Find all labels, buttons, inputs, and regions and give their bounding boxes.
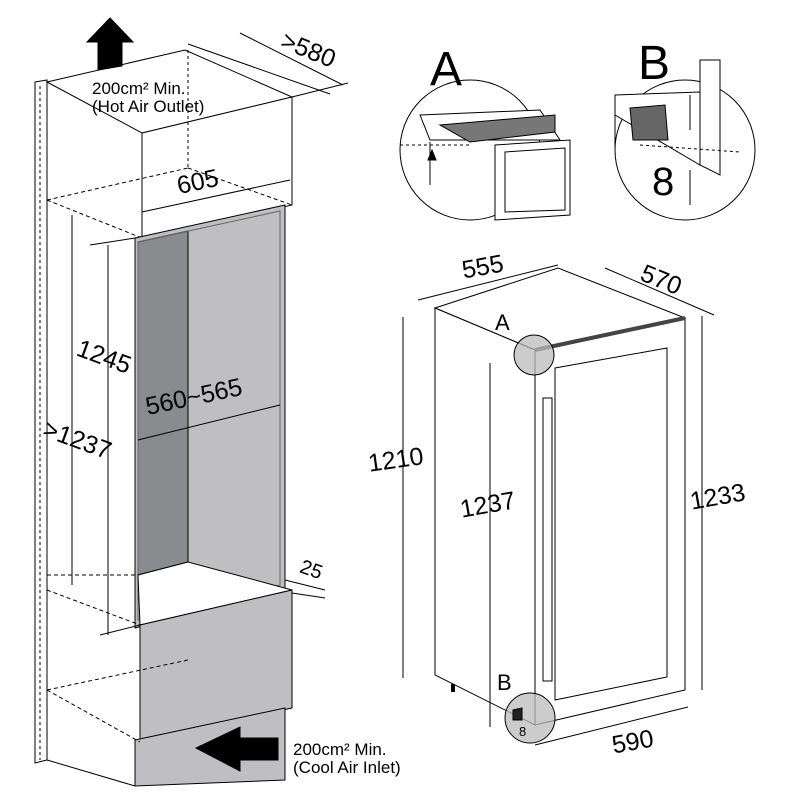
lower-section — [139, 589, 293, 743]
detail-b — [614, 59, 756, 221]
detail-a-marker — [513, 334, 555, 376]
detail-b-gap: 8 — [652, 160, 675, 204]
detail-a-marker-label: A — [495, 310, 510, 335]
detail-a — [399, 79, 571, 221]
cabinet-side-panel — [34, 79, 48, 764]
door-handle — [542, 397, 553, 682]
detail-b-title: B — [638, 37, 671, 90]
cool-air-inlet-label: 200cm² Min.(Cool Air Inlet) — [293, 741, 401, 777]
hot-air-outlet-label: 200cm² Min.(Hot Air Outlet) — [92, 80, 204, 116]
niche-frame — [137, 210, 281, 621]
hot-air-arrow-icon — [85, 17, 135, 71]
detail-b-marker-label: B — [497, 670, 512, 695]
top-box-front-face — [141, 96, 293, 239]
arrow-up-icon — [427, 148, 437, 161]
wine-cooler — [402, 264, 715, 746]
detail-a-title: A — [430, 43, 463, 96]
foot-gap-dimension: 8 — [519, 724, 527, 739]
hot-air-outlet-line1: 200cm² Min. — [92, 79, 186, 98]
hot-air-outlet-line2: (Hot Air Outlet) — [92, 97, 205, 116]
door-glass — [554, 347, 668, 701]
cool-air-arrow-icon — [194, 726, 279, 772]
cool-air-inlet-line1: 200cm² Min. — [293, 740, 387, 759]
built-in-cabinet — [34, 17, 349, 787]
detail-b-marker — [504, 692, 556, 744]
cool-air-inlet-line2: (Cool Air Inlet) — [293, 758, 401, 777]
